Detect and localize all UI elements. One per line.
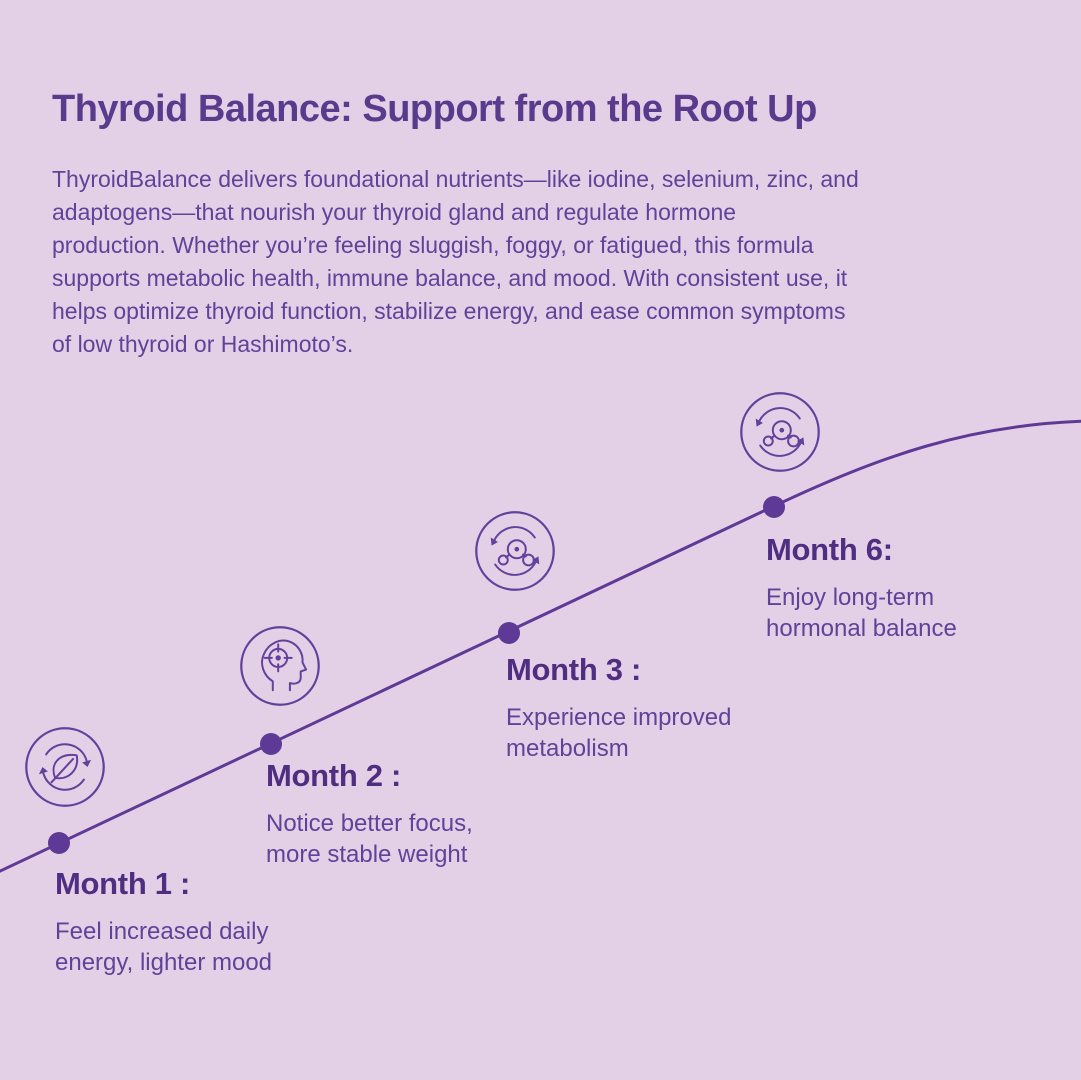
timeline-dot-month-2 [260,733,282,755]
intro-paragraph: ThyroidBalance delivers foundational nut… [52,166,859,357]
milestone-label: Month 2 : [266,758,402,793]
mind-focus-icon [235,621,325,711]
milestone-label: Month 3 : [506,652,642,687]
milestone-month-2: Month 2 : Notice better focus, more stab… [266,758,473,870]
hormone-balance-cycle-icon [735,387,825,477]
milestone-label: Month 1 : [55,866,191,901]
timeline-dot-month-1 [48,832,70,854]
page-title: Thyroid Balance: Support from the Root U… [52,88,817,130]
milestone-month-3: Month 3 : Experience improved metabolism [506,652,731,764]
leaf-renewal-cycle-icon [20,722,110,812]
milestone-label: Month 6: [766,532,893,567]
milestone-month-6: Month 6: Enjoy long-term hormonal balanc… [766,532,957,644]
milestone-description: Notice better focus, more stable weight [266,810,473,868]
milestone-month-1: Month 1 : Feel increased daily energy, l… [55,866,272,978]
milestone-description: Experience improved metabolism [506,704,732,762]
milestone-description: Feel increased daily energy, lighter moo… [55,918,273,976]
timeline-dot-month-3 [498,622,520,644]
milestone-description: Enjoy long-term hormonal balance [766,584,957,642]
timeline-dot-month-6 [763,496,785,518]
growth-curve-line [0,419,1081,873]
metabolism-cycle-icon [470,506,560,596]
